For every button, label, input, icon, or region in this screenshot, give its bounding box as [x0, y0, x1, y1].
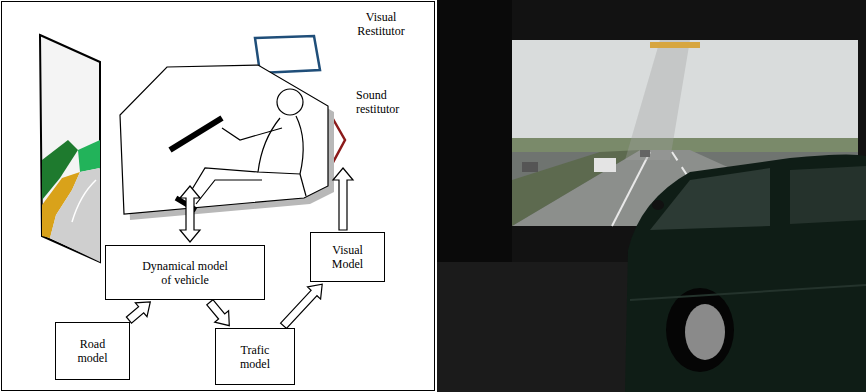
block-arrow — [281, 284, 323, 328]
cabin-outline — [120, 65, 328, 214]
process-box: Road model — [55, 322, 130, 380]
box-text: Road model — [66, 337, 119, 365]
process-box: Visual Model — [310, 232, 385, 282]
process-box: Dynamical model of vehicle — [105, 245, 265, 300]
road-picture — [40, 35, 100, 262]
box-text: Dynamical model of vehicle — [138, 259, 232, 287]
box-text: Trafic model — [226, 343, 284, 371]
simulator-photo — [437, 0, 866, 392]
screen-symbol — [255, 36, 320, 73]
process-box: Trafic model — [215, 328, 295, 385]
block-arrow — [126, 302, 150, 323]
component-label: Visual Restitutor — [345, 10, 417, 38]
exchange-arrow — [180, 186, 200, 242]
component-label: Sound restitutor — [356, 88, 426, 116]
box-text: Visual Model — [321, 243, 374, 271]
output-arrow — [333, 168, 353, 230]
panel-frame — [2, 2, 435, 391]
block-arrow — [207, 300, 230, 326]
